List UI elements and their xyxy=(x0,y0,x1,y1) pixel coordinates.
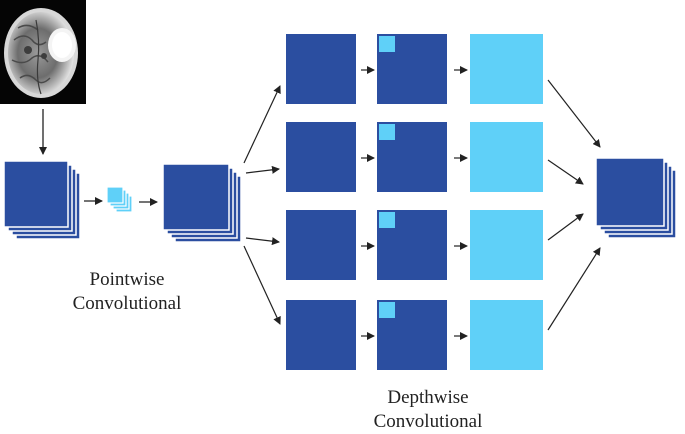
channel-map xyxy=(286,122,356,192)
fan-out-arrows xyxy=(243,85,281,325)
depthwise-label-line2: Convolutional xyxy=(373,411,483,432)
depthwise-output-map xyxy=(470,210,543,280)
depthwise-branch-1 xyxy=(286,34,543,104)
depthwise-branch-4 xyxy=(286,300,543,370)
pointwise-label-line2: Convolutional xyxy=(72,293,182,314)
final-output-stack xyxy=(595,157,677,239)
channel-map xyxy=(286,300,356,370)
depthwise-output-map xyxy=(470,34,543,104)
depthwise-kernel xyxy=(379,302,395,318)
depthwise-output-map xyxy=(470,300,543,370)
brain-mri-image xyxy=(0,0,86,104)
depthwise-branch-2 xyxy=(286,122,543,192)
depthwise-label-line1: Depthwise xyxy=(387,387,469,408)
depthwise-branch-3 xyxy=(286,210,543,280)
depthwise-kernel xyxy=(379,212,395,228)
input-tensor-stack xyxy=(3,160,81,240)
depthwise-kernel xyxy=(379,36,395,52)
depthwise-label: Depthwise Convolutional xyxy=(358,386,498,434)
depthwise-output-map xyxy=(470,122,543,192)
fan-in-arrows xyxy=(547,79,601,331)
channel-map xyxy=(286,34,356,104)
channel-map xyxy=(286,210,356,280)
pointwise-kernel-stack xyxy=(106,186,133,213)
depthwise-kernel xyxy=(379,124,395,140)
pointwise-label-line1: Pointwise xyxy=(89,269,165,290)
pointwise-label: Pointwise Convolutional xyxy=(52,268,202,316)
pointwise-output-stack xyxy=(162,163,242,243)
